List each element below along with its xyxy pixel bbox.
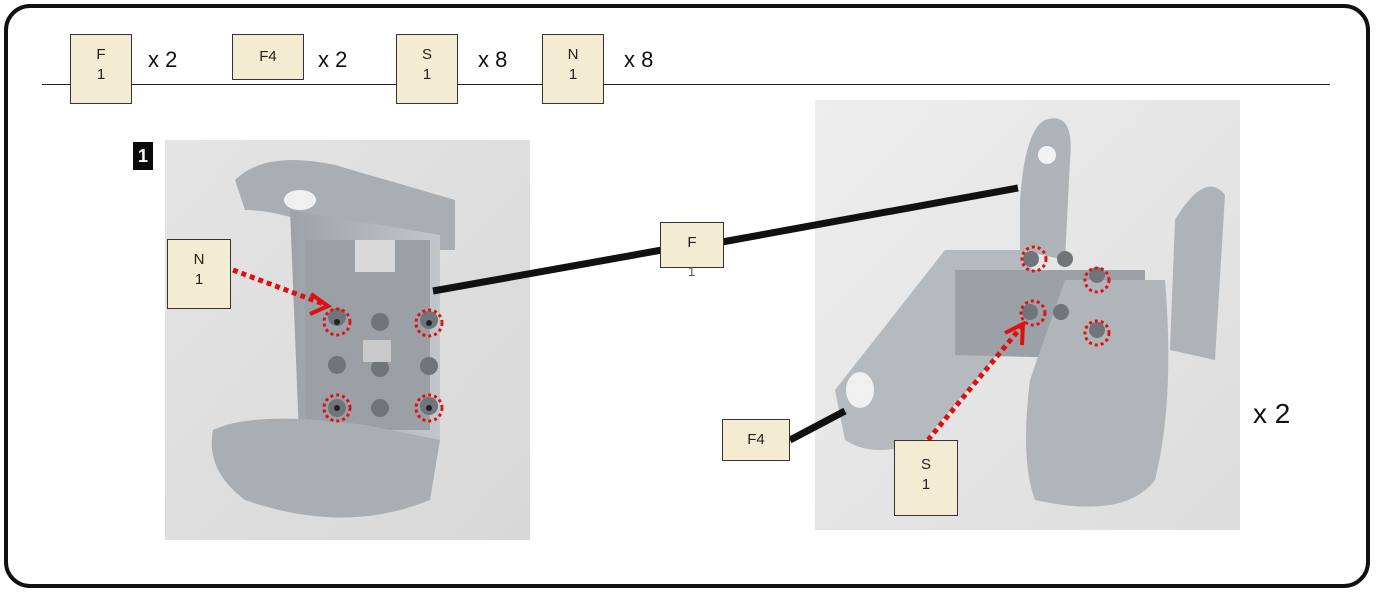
part-code: S (421, 46, 432, 63)
callout-f1: F (660, 222, 724, 268)
step-number-badge: 1 (133, 142, 153, 170)
callout-f4: F4 (722, 419, 790, 461)
n1-arrow-line (232, 267, 327, 308)
callout-subcode: 1 (921, 476, 931, 493)
callout-code: S (920, 456, 931, 473)
part-qty-f1: x 2 (148, 47, 178, 72)
part-qty-f4: x 2 (318, 47, 348, 72)
part-label-f4: F4 (232, 34, 304, 80)
part-label-f1: F 1 (70, 34, 132, 104)
callout-n1: N 1 (167, 239, 231, 309)
callout-code: F (687, 234, 697, 251)
part-subcode: 1 (96, 66, 106, 83)
part-subcode: 1 (568, 66, 578, 83)
n1-arrow-head-icon (309, 292, 333, 316)
connector-line-f4 (788, 407, 847, 444)
step1-bracket-photo (165, 140, 530, 540)
callout-code: F4 (747, 431, 765, 448)
part-code: F (96, 46, 106, 63)
callout-f1-sub: 1 (688, 264, 696, 279)
step2-bracket-photo (815, 100, 1240, 530)
part-qty-s1: x 8 (478, 47, 508, 72)
part-label-n1: N 1 (542, 34, 604, 104)
connector-line-f1 (432, 246, 663, 295)
repeat-quantity: x 2 (1253, 398, 1291, 429)
part-qty-n1: x 8 (624, 47, 654, 72)
part-code: N (567, 46, 579, 63)
s1-arrow-head-icon (1004, 320, 1026, 346)
callout-code: N (193, 251, 205, 268)
callout-subcode: 1 (194, 271, 204, 288)
s1-arrow-line (926, 324, 1024, 442)
part-subcode: 1 (422, 66, 432, 83)
connector-line-f1 (721, 184, 1019, 246)
header-divider (42, 84, 1330, 85)
instruction-frame (4, 4, 1370, 588)
part-code: F4 (259, 48, 277, 65)
part-label-s1: S 1 (396, 34, 458, 104)
callout-s1: S 1 (894, 440, 958, 516)
